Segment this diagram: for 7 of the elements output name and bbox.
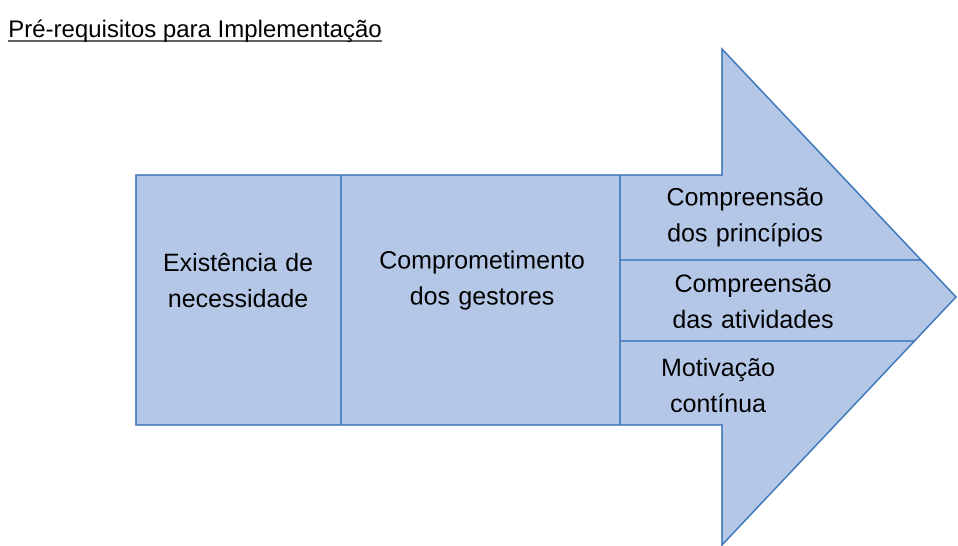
cell-text: Compreensão das atividades <box>673 274 833 328</box>
title: Pré-requisitos para Implementação <box>8 19 382 42</box>
cell-text: Compreensão dos princípios <box>668 187 822 247</box>
cell-text: Motivação contínua <box>663 358 774 412</box>
arrow-shape <box>135 46 958 546</box>
cell-text: Existência de necessidade <box>165 252 312 308</box>
cell-text: Comprometimento dos gestores <box>380 250 584 310</box>
